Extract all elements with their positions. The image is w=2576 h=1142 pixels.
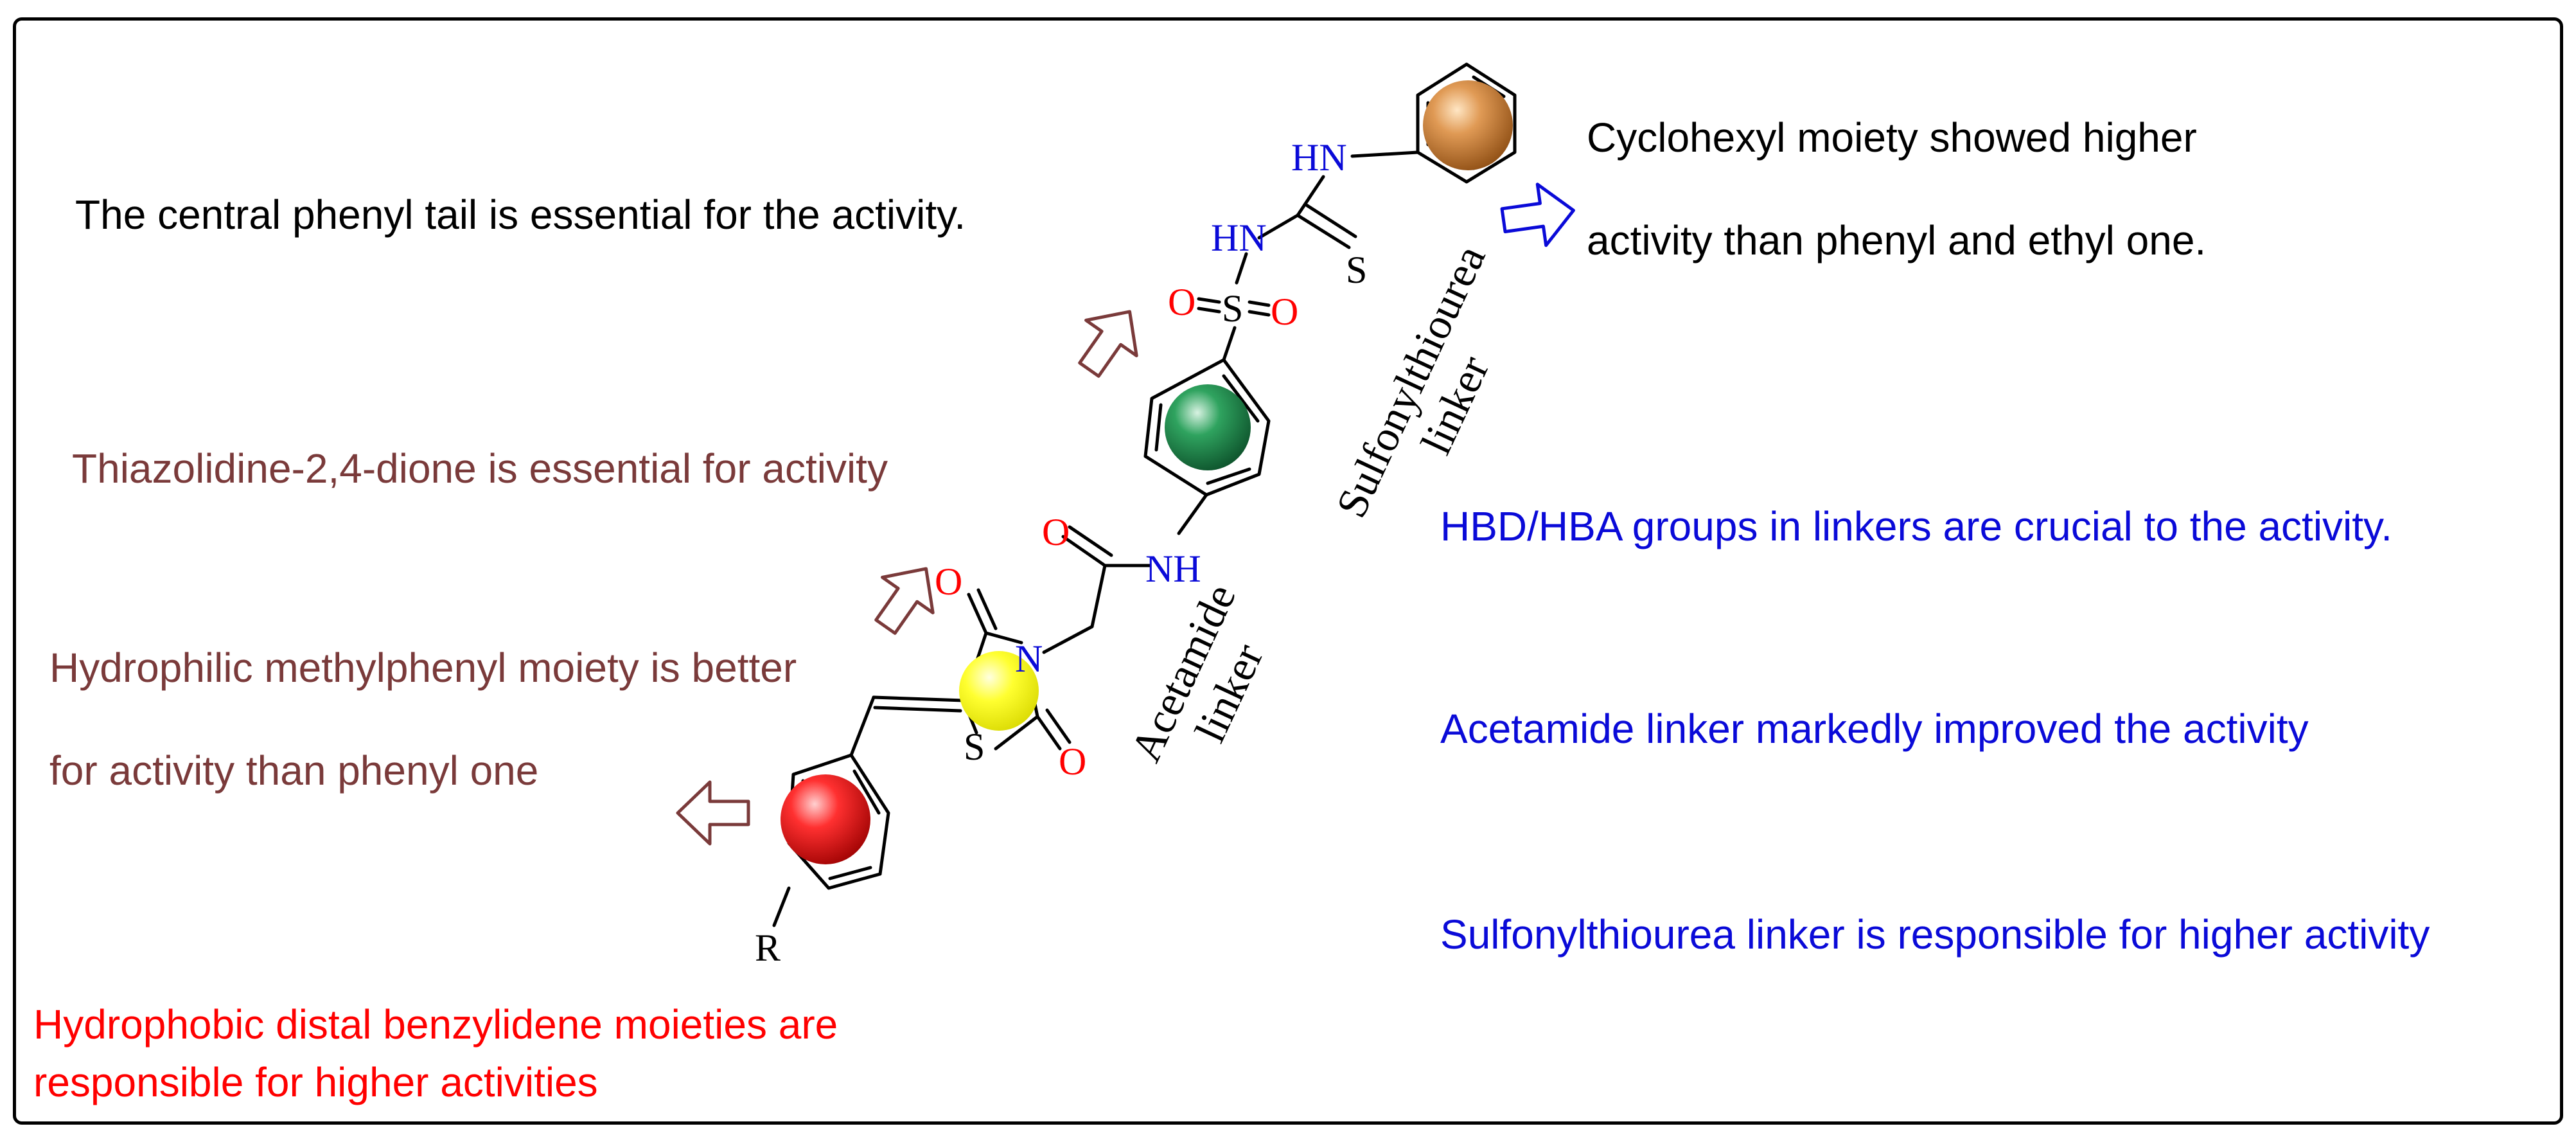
atom-hn-top: HN: [1291, 136, 1347, 179]
sulfonylthiourea-note: Sulfonylthiourea linker is responsible f…: [1440, 911, 2430, 958]
arrow-right-icon: [1500, 183, 1575, 247]
atom-s-sulfonyl: S: [1222, 287, 1243, 330]
arrow-up-right-icon: [1078, 310, 1138, 378]
red-sphere: [781, 774, 870, 864]
green-sphere: [1165, 384, 1251, 470]
thiazolidinedione-note: Thiazolidine-2,4-dione is essential for …: [72, 445, 888, 492]
atom-o-tzd-top: O: [935, 560, 962, 603]
acetamide-linker-label: Acetamide linker: [1121, 576, 1273, 769]
hydrophobic-note-line1: Hydrophobic distal benzylidene moieties …: [33, 1001, 838, 1048]
figure-frame: [13, 17, 2563, 1125]
arrow-left-icon: [676, 780, 750, 846]
central-phenyl-note: The central phenyl tail is essential for…: [75, 192, 966, 238]
bottom-phenyl-ring: [787, 753, 890, 890]
atom-s-tzd: S: [964, 726, 985, 768]
atom-n-tzd: N: [1015, 638, 1043, 680]
hydrophilic-note-line1: Hydrophilic methylphenyl moiety is bette…: [49, 645, 797, 691]
atom-o-amide: O: [1042, 511, 1070, 553]
atom-r-group: R: [755, 927, 781, 969]
arrow-up-right-icon: [874, 567, 935, 635]
atom-nh-amide: NH: [1145, 548, 1201, 590]
atom-s-thio: S: [1346, 249, 1367, 291]
atom-o-left: O: [1168, 281, 1195, 323]
atom-o-tzd-bottom: O: [1059, 740, 1086, 783]
hydrophobic-note-line2: responsible for higher activities: [33, 1059, 598, 1105]
atom-hn-mid: HN: [1211, 217, 1267, 259]
atom-o-right: O: [1271, 290, 1298, 333]
hbd-hba-note: HBD/HBA groups in linkers are crucial to…: [1440, 503, 2393, 549]
top-phenyl-ring: [1416, 62, 1517, 184]
orange-sphere: [1423, 80, 1513, 170]
hydrophilic-note-line2: for activity than phenyl one: [49, 747, 539, 794]
cyclohexyl-note-line1: Cyclohexyl moiety showed higher: [1587, 114, 2197, 161]
cyclohexyl-note-line2: activity than phenyl and ethyl one.: [1587, 217, 2207, 263]
acetamide-improved-note: Acetamide linker markedly improved the a…: [1440, 706, 2309, 752]
yellow-sphere: [959, 651, 1039, 731]
